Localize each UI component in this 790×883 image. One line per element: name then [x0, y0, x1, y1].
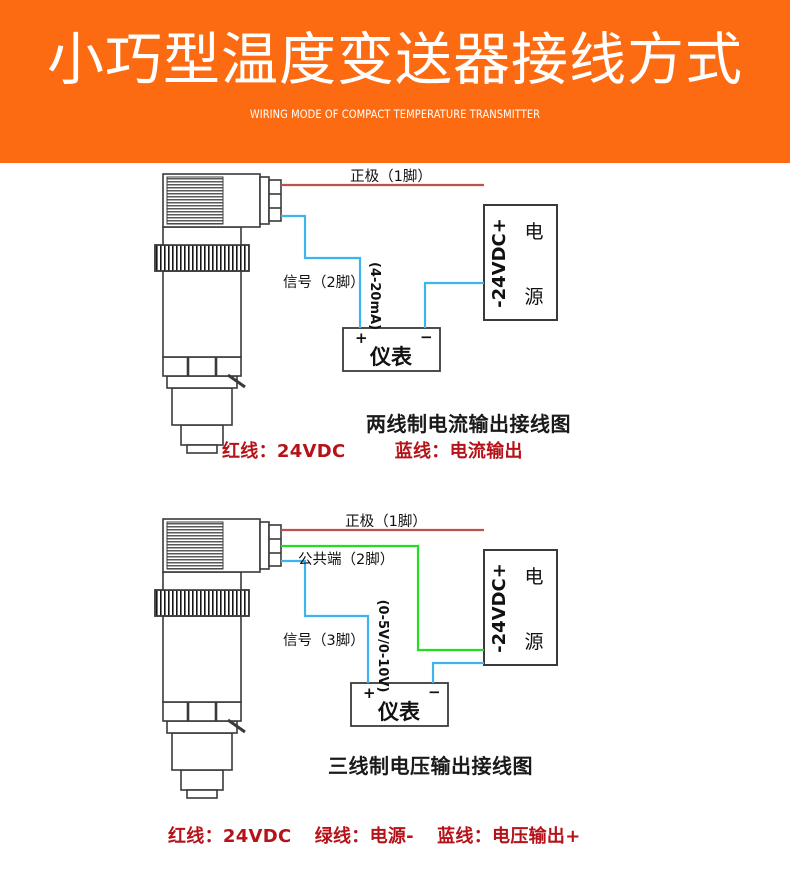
meter-minus-label-1: −: [420, 328, 433, 346]
meter-plus-label-2: +: [363, 684, 376, 702]
diagram2-caption-title: 三线制电压输出接线图: [328, 754, 533, 778]
meter-box-1: + − 仪表: [342, 327, 441, 372]
connector-block-2: [259, 521, 282, 570]
header-banner: 小巧型温度变送器接线方式 WIRING MODE OF COMPACT TEMP…: [0, 0, 790, 163]
range-label-2: (0-5V/0-10V): [375, 600, 390, 693]
meter-minus-label-2: −: [428, 683, 441, 701]
meter-label-2: 仪表: [377, 700, 421, 724]
power-supply-char2-label-2: 源: [524, 631, 543, 653]
diagram1-legend-red: 红线：24VDC: [222, 441, 346, 462]
positive-wire-label-2: 正极（1脚）: [345, 513, 427, 530]
blue-wire-return-2: [431, 661, 484, 683]
diagram2-legend-green: 绿线：电源-: [314, 826, 414, 847]
meter-plus-label-1: +: [355, 329, 368, 347]
diagram1-caption-legend: 红线：24VDC 蓝线：电流输出: [222, 437, 523, 463]
meter-label-1: 仪表: [369, 345, 413, 369]
power-supply-box-2: -24VDC+ 电 源: [483, 549, 558, 666]
power-supply-range-label-2: -24VDC+: [489, 563, 510, 653]
page-title: 小巧型温度变送器接线方式: [47, 27, 743, 93]
transmitter-device-1: [154, 173, 261, 454]
transmitter-device-2: [154, 518, 261, 799]
blue-wire-return-1: [423, 281, 484, 328]
diagram1-legend-blue: 蓝线：电流输出: [394, 441, 523, 462]
signal-wire-label-2: 信号（3脚）: [283, 632, 365, 649]
positive-wire-label-1: 正极（1脚）: [350, 168, 432, 185]
signal-wire-label-1: 信号（2脚）: [283, 274, 365, 291]
diagram2-legend-red: 红线：24VDC: [168, 826, 292, 847]
page-subtitle: WIRING MODE OF COMPACT TEMPERATURE TRANS…: [249, 107, 541, 121]
power-supply-box-1: -24VDC+ 电 源: [483, 204, 558, 321]
connector-block-1: [259, 176, 282, 225]
common-wire-label-2: 公共端（2脚）: [298, 551, 394, 568]
green-wire-common-2: [281, 544, 484, 652]
diagram-two-wire-current-output: -24VDC+ 电 源 + − 仪表 正极（1脚） 信号（2脚） (4-20mA…: [0, 163, 790, 483]
diagram1-caption-title: 两线制电流输出接线图: [366, 412, 571, 436]
range-label-1: (4-20mA): [367, 262, 382, 330]
power-supply-char1-label-2: 电: [524, 566, 543, 588]
meter-box-2: + − 仪表: [350, 682, 449, 727]
blue-wire-signal-1: [281, 214, 362, 328]
power-supply-char2-label-1: 源: [524, 286, 543, 308]
diagram2-caption-legend: 红线：24VDC 绿线：电源- 蓝线：电压输出+: [168, 822, 581, 848]
diagram2-legend-blue: 蓝线：电压输出+: [437, 826, 581, 847]
blue-wire-signal-2: [281, 559, 370, 683]
power-supply-range-label-1: -24VDC+: [489, 218, 510, 308]
diagram-three-wire-voltage-output: -24VDC+ 电 源 + − 仪表 正极（1脚） 公共端（2脚） 信号（3脚）…: [0, 508, 790, 828]
power-supply-char1-label-1: 电: [524, 221, 543, 243]
